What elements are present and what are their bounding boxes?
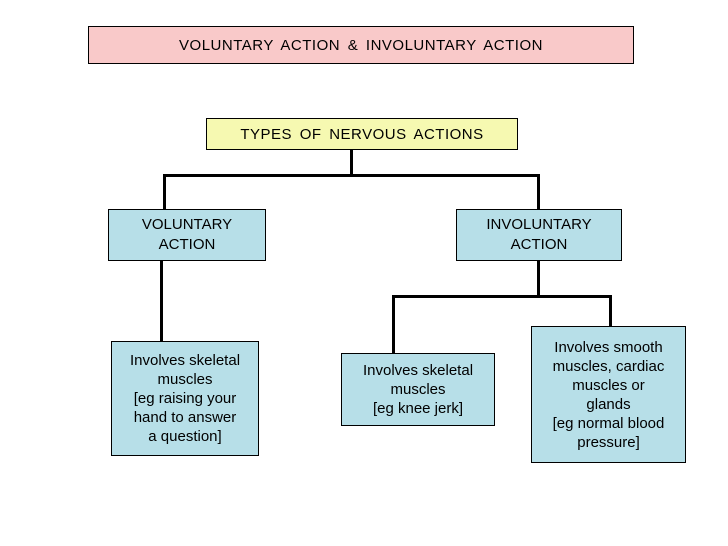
- node-involuntary-action-label: INVOLUNTARY ACTION: [486, 216, 592, 253]
- connector-to-smooth-muscles: [609, 295, 612, 326]
- node-involuntary-smooth-description: Involves smooth muscles, cardiac muscles…: [531, 326, 686, 463]
- node-involuntary-action: INVOLUNTARY ACTION: [456, 209, 622, 261]
- connector-to-involuntary: [537, 174, 540, 209]
- node-involuntary-skeletal-description: Involves skeletal muscles [eg knee jerk]: [341, 353, 495, 426]
- connector-voluntary-to-desc: [160, 261, 163, 341]
- connector-root-down: [350, 150, 353, 176]
- connector-to-skeletal-involuntary: [392, 295, 395, 353]
- node-voluntary-description: Involves skeletal muscles [eg raising yo…: [111, 341, 259, 456]
- connector-involuntary-down: [537, 261, 540, 297]
- connector-to-voluntary: [163, 174, 166, 209]
- diagram-title: VOLUNTARY ACTION & INVOLUNTARY ACTION: [88, 26, 634, 64]
- connector-involuntary-horizontal: [392, 295, 612, 298]
- root-node-types-of-nervous-actions: TYPES OF NERVOUS ACTIONS: [206, 118, 518, 150]
- connector-branch-horizontal: [163, 174, 540, 177]
- node-voluntary-action: VOLUNTARY ACTION: [108, 209, 266, 261]
- node-voluntary-action-label: VOLUNTARY ACTION: [141, 216, 233, 253]
